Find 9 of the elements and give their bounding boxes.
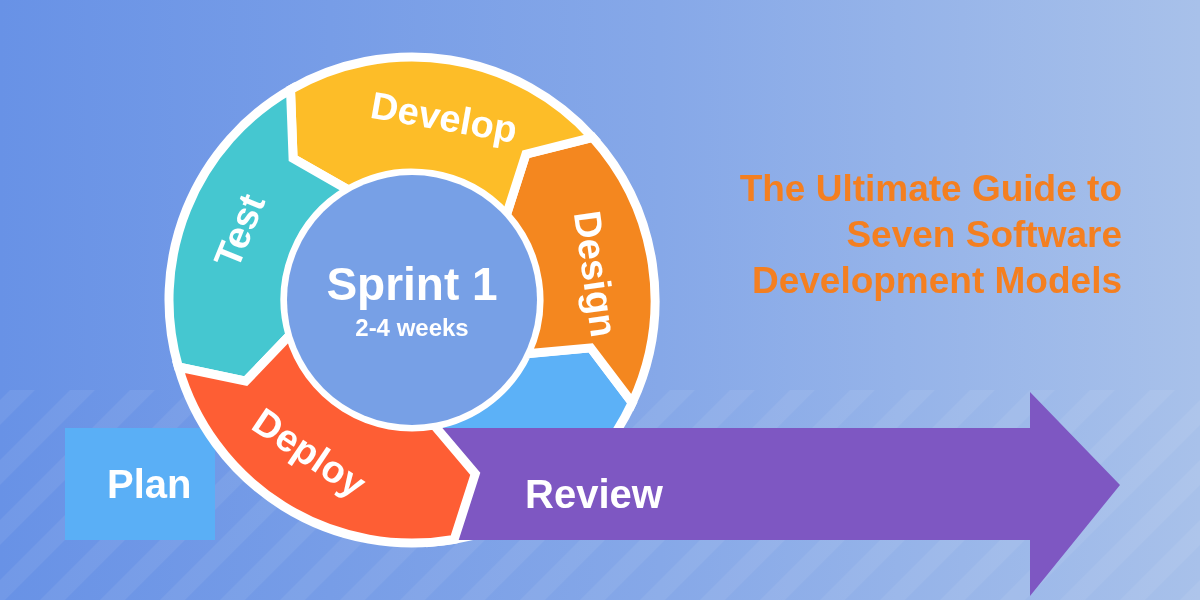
sprint-title: Sprint 1: [326, 257, 498, 312]
bar-label: Review: [525, 471, 663, 517]
plan-bar: [65, 428, 215, 540]
sprint-duration: 2-4 weeks: [355, 313, 469, 343]
segment-label: Design: [565, 208, 626, 340]
bar-label: Plan: [107, 461, 192, 507]
segment-label: Develop: [367, 83, 521, 152]
title: The Ultimate Guide to Seven Software Development Models: [738, 167, 1122, 303]
segment-label: Test: [206, 187, 275, 274]
